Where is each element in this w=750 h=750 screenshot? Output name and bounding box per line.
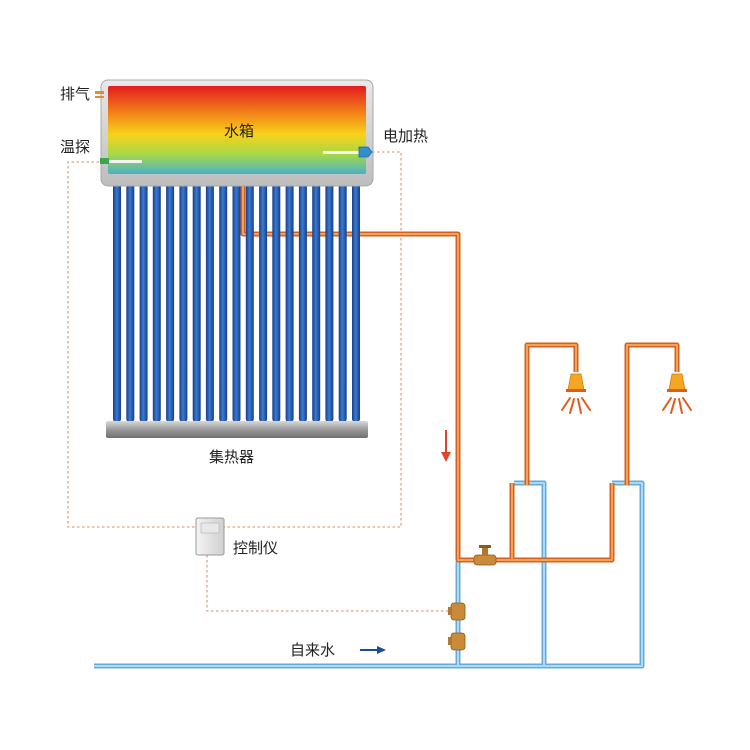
hot-water-pipes — [240, 180, 680, 563]
water-tank — [95, 79, 374, 187]
cold-water-pipes — [94, 480, 645, 669]
label-water-tank: 水箱 — [224, 122, 254, 140]
label-electric-heater: 电加热 — [383, 127, 428, 145]
heater-rod — [323, 151, 365, 154]
label-controller: 控制仪 — [233, 539, 278, 557]
controller-box — [195, 517, 225, 556]
vacuum-tube — [338, 172, 347, 422]
vacuum-tube — [272, 172, 281, 422]
vacuum-tube — [298, 172, 307, 422]
vacuum-tube — [179, 172, 188, 422]
vacuum-tube — [166, 172, 175, 422]
hot-outlet-valve — [473, 545, 497, 566]
shower-head-1-icon — [567, 373, 585, 391]
vacuum-tube — [312, 172, 321, 422]
vacuum-tube — [259, 172, 268, 422]
label-vent: 排气 — [60, 85, 90, 103]
vacuum-tube — [192, 172, 201, 422]
temp-probe-tip — [100, 158, 109, 164]
cold-flow-arrow — [360, 646, 386, 654]
vacuum-tube — [126, 172, 135, 422]
shower-head-1 — [561, 373, 591, 414]
vent-stub-2 — [95, 96, 104, 98]
valve-signal-line — [206, 555, 451, 612]
vacuum-tube — [232, 172, 241, 422]
vacuum-tube — [245, 172, 254, 422]
temp-probe-rod — [104, 160, 142, 163]
label-tap-water: 自来水 — [290, 641, 335, 659]
vacuum-tube — [139, 172, 148, 422]
heater-signal-line — [224, 151, 402, 528]
vacuum-tube — [285, 172, 294, 422]
vacuum-tube — [325, 172, 334, 422]
shower-head-2 — [662, 373, 692, 414]
tank-water-gradient — [108, 86, 366, 174]
shower-head-2-icon — [668, 373, 686, 391]
vacuum-tube-array — [113, 172, 360, 422]
solenoid-valve-upper — [448, 602, 466, 621]
temp-probe-signal-line — [67, 161, 196, 528]
collector-base — [106, 421, 368, 438]
vacuum-tube — [205, 172, 214, 422]
hot-flow-arrow — [441, 430, 451, 462]
vacuum-tube — [352, 172, 360, 422]
vent-stub — [95, 91, 104, 94]
vacuum-tube — [152, 172, 161, 422]
vacuum-tube — [113, 172, 121, 422]
heater-plug-icon — [358, 146, 373, 158]
label-collector: 集热器 — [209, 448, 254, 466]
solenoid-valve-lower — [448, 632, 466, 651]
label-temp-probe: 温探 — [60, 138, 90, 156]
signal-lines — [67, 151, 451, 612]
vacuum-tube — [219, 172, 228, 422]
